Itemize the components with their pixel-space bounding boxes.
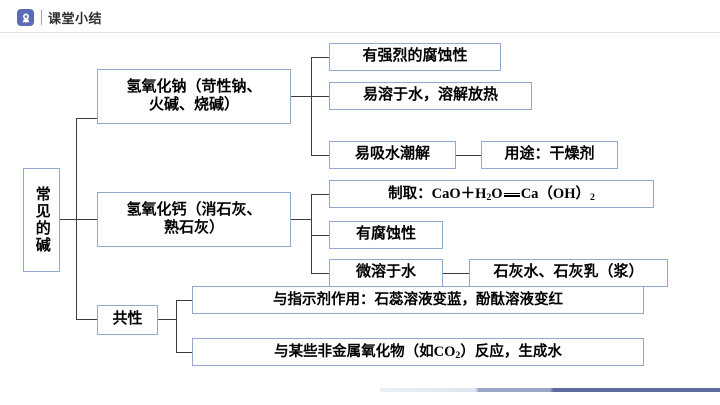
connector-naoh-stem (291, 96, 312, 98)
connector-root-stem (60, 219, 77, 221)
connector-common-to-child2 (176, 352, 193, 354)
double-equals-glyph (503, 187, 521, 202)
node-caoh2-slightly-soluble[interactable]: 微溶于水 (329, 259, 443, 287)
connector-caoh2-to-child1 (311, 194, 330, 196)
connector-caoh2-spine (311, 194, 313, 274)
node-naoh-strong-corrosive[interactable]: 有强烈的腐蚀性 (329, 43, 501, 71)
connector-caoh2-stem (291, 219, 312, 221)
connector-naoh-to-child3 (311, 155, 330, 157)
node-naoh-deliquescent[interactable]: 易吸水潮解 (329, 141, 456, 169)
connector-caoh2-to-child3 (311, 273, 330, 275)
connector-slightly-soluble-to-limewater (443, 273, 470, 275)
connector-root-to-naoh (76, 118, 98, 120)
node-calcium-hydroxide[interactable]: 氢氧化钙（消石灰、 熟石灰） (97, 192, 291, 247)
node-limewater-limemilk[interactable]: 石灰水、石灰乳（浆） (469, 259, 668, 287)
slide-header: 课堂小结 (0, 0, 720, 33)
node-common-indicator-reaction[interactable]: 与指示剂作用：石蕊溶液变蓝，酚酞溶液变红 (192, 286, 644, 314)
node-root-common-bases[interactable]: 常见的碱 (23, 168, 60, 272)
connector-common-stem (158, 319, 177, 321)
node-naoh-use-desiccant[interactable]: 用途：干燥剂 (481, 141, 618, 169)
connector-naoh-spine (311, 57, 313, 156)
nonmetal-oxide-text: 与某些非金属氧化物（如CO2）反应，生成水 (274, 343, 562, 362)
header-separator (41, 10, 42, 25)
connector-root-to-caoh2 (76, 219, 98, 221)
node-caoh2-corrosive[interactable]: 有腐蚀性 (329, 221, 443, 249)
node-common-properties[interactable]: 共性 (97, 305, 158, 335)
connector-deliquescent-to-use (456, 155, 482, 157)
connector-common-spine (176, 300, 178, 353)
node-sodium-hydroxide[interactable]: 氢氧化钠（苛性钠、 火碱、烧碱） (97, 69, 291, 124)
concept-map: 常见的碱 氢氧化钠（苛性钠、 火碱、烧碱） 有强烈的腐蚀性 易溶于水，溶解放热 … (0, 33, 720, 405)
footer-accent-bar (380, 388, 720, 392)
connector-caoh2-to-child2 (311, 235, 330, 237)
page-title: 课堂小结 (48, 12, 103, 27)
node-common-nonmetal-oxide-reaction[interactable]: 与某些非金属氧化物（如CO2）反应，生成水 (192, 338, 644, 366)
connector-root-to-common (76, 319, 98, 321)
connector-common-to-child1 (176, 300, 193, 302)
node-naoh-soluble-exothermic[interactable]: 易溶于水，溶解放热 (329, 82, 532, 110)
connector-naoh-to-child1 (311, 57, 330, 59)
header-divider (0, 32, 720, 33)
connector-naoh-to-child2 (311, 96, 330, 98)
badge-ribbon-icon (17, 9, 34, 26)
